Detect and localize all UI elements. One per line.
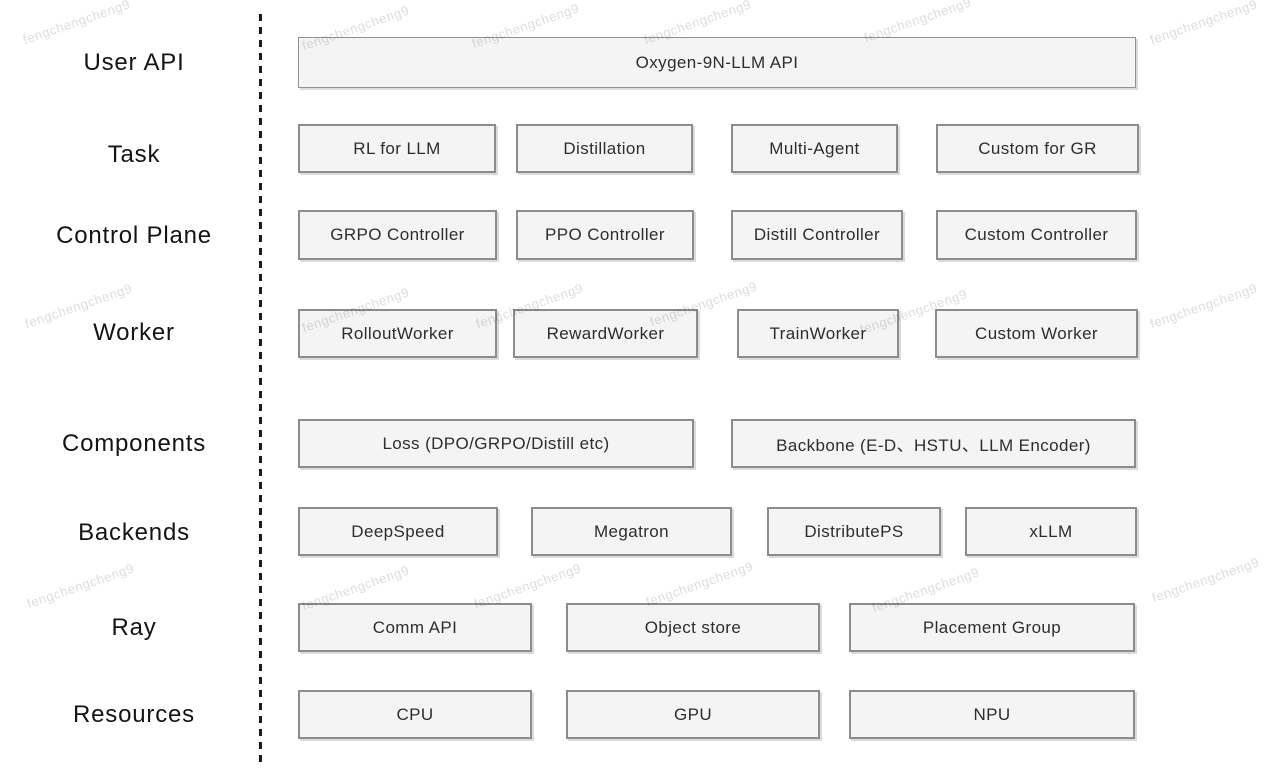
watermark-text: fengchengcheng9 — [1148, 280, 1260, 332]
row-label-ray: Ray — [111, 614, 157, 641]
watermark-text: fengchengcheng9 — [644, 558, 756, 610]
row-label-worker: Worker — [93, 319, 175, 346]
box-oxygen-9n-llm-api: Oxygen-9N-LLM API — [298, 37, 1136, 88]
watermark-text: fengchengcheng9 — [1148, 0, 1260, 48]
box-rewardworker: RewardWorker — [513, 309, 698, 358]
row-label-resources: Resources — [73, 701, 195, 728]
row-label-components: Components — [61, 430, 207, 457]
row-label-task: Task — [107, 141, 161, 168]
box-rolloutworker: RolloutWorker — [298, 309, 497, 358]
box-object-store: Object store — [566, 603, 820, 652]
box-custom-controller: Custom Controller — [936, 210, 1137, 260]
box-comm-api: Comm API — [298, 603, 532, 652]
dashed-divider — [259, 14, 262, 766]
box-rl-for-llm: RL for LLM — [298, 124, 496, 173]
box-loss-dpo-grpo-distill-etc: Loss (DPO/GRPO/Distill etc) — [298, 419, 694, 468]
row-label-backends: Backends — [78, 519, 190, 546]
box-cpu: CPU — [298, 690, 532, 739]
box-gpu: GPU — [566, 690, 820, 739]
box-megatron: Megatron — [531, 507, 732, 556]
row-label-user-api: User API — [83, 49, 185, 76]
box-distributeps: DistributePS — [767, 507, 941, 556]
box-distillation: Distillation — [516, 124, 693, 173]
watermark-text: fengchengcheng9 — [25, 560, 137, 612]
box-xllm: xLLM — [965, 507, 1137, 556]
box-custom-worker: Custom Worker — [935, 309, 1138, 358]
box-custom-for-gr: Custom for GR — [936, 124, 1139, 173]
watermark-text: fengchengcheng9 — [21, 0, 133, 48]
box-deepspeed: DeepSpeed — [298, 507, 498, 556]
box-npu: NPU — [849, 690, 1135, 739]
box-multi-agent: Multi-Agent — [731, 124, 898, 173]
watermark-text: fengchengcheng9 — [1150, 554, 1262, 606]
box-trainworker: TrainWorker — [737, 309, 899, 358]
box-ppo-controller: PPO Controller — [516, 210, 694, 260]
box-backbone-e-d-hstu-llm-encoder: Backbone (E-D、HSTU、LLM Encoder) — [731, 419, 1136, 468]
row-label-control-plane: Control Plane — [56, 222, 212, 249]
box-distill-controller: Distill Controller — [731, 210, 903, 260]
box-placement-group: Placement Group — [849, 603, 1135, 652]
box-grpo-controller: GRPO Controller — [298, 210, 497, 260]
